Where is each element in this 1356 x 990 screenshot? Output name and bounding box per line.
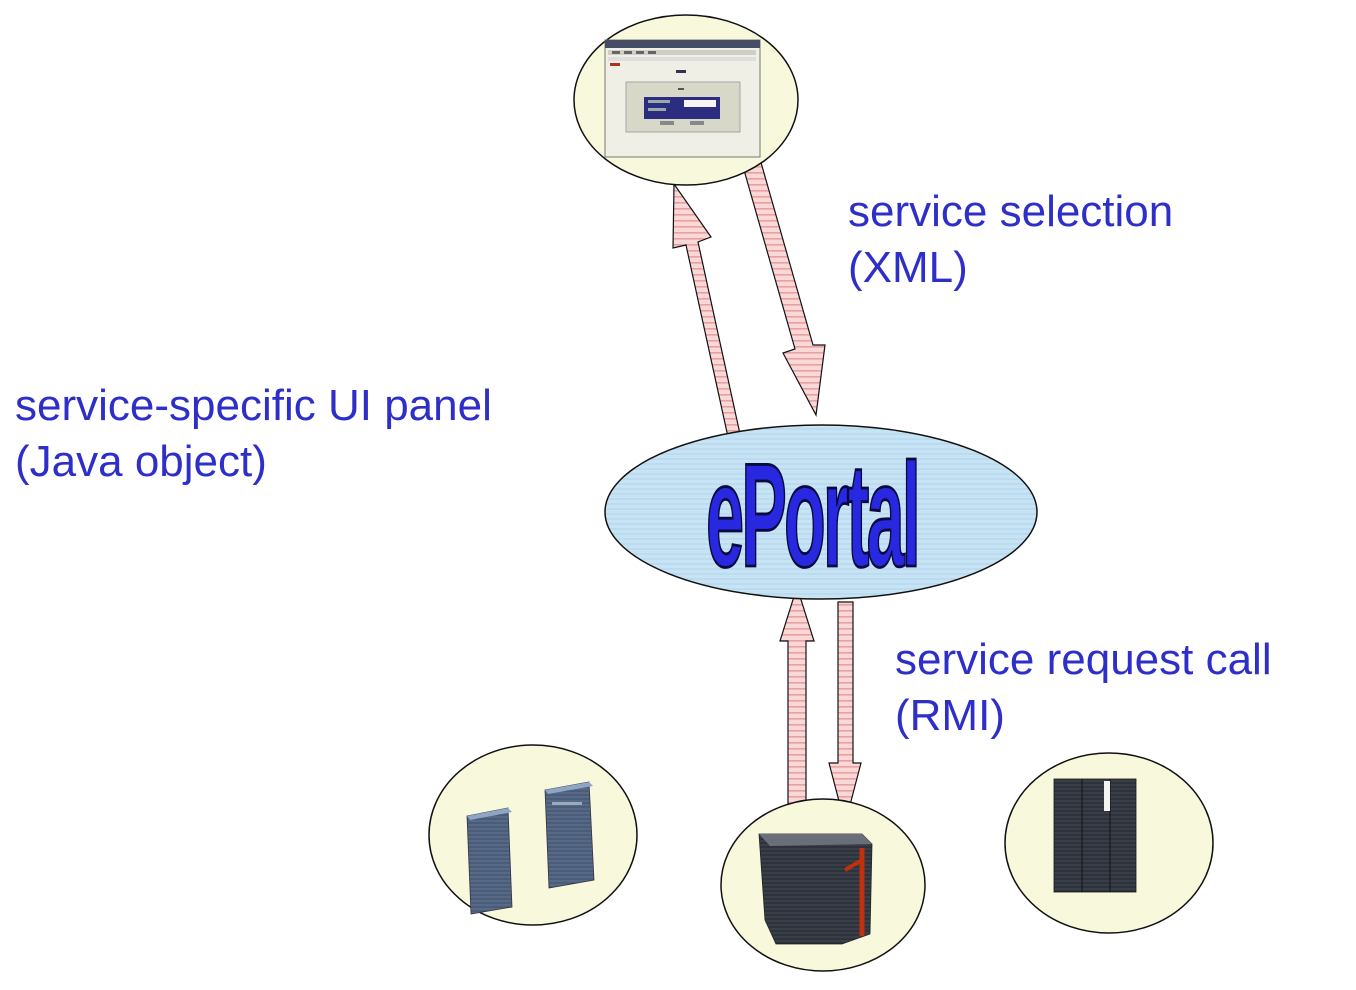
service-request-label: service request call (RMI) xyxy=(895,632,1272,744)
ui-panel-label: service-specific UI panel (Java object) xyxy=(15,378,492,490)
server-rack-icon xyxy=(1053,778,1137,893)
eportal-node: ePortal xyxy=(604,424,1038,600)
server-towers-icon xyxy=(466,781,595,915)
service-request-line2: (RMI) xyxy=(895,691,1005,740)
service-selection-line1: service selection xyxy=(848,187,1174,236)
browser-window-icon xyxy=(604,39,761,158)
service-selection-arrow xyxy=(739,151,826,417)
client-node xyxy=(573,14,799,186)
ui-panel-arrow xyxy=(672,182,741,438)
server-middle-node xyxy=(720,798,926,972)
server-right-node xyxy=(1004,752,1214,934)
service-selection-label: service selection (XML) xyxy=(848,184,1173,296)
eportal-logo-text: ePortal xyxy=(706,434,918,598)
service-request-arrow xyxy=(828,601,862,827)
ui-panel-line1: service-specific UI panel xyxy=(15,381,492,430)
service-request-line1: service request call xyxy=(895,635,1272,684)
server-unit-icon xyxy=(758,833,873,945)
server-left-node xyxy=(428,744,638,926)
ui-panel-line2: (Java object) xyxy=(15,437,267,486)
response-arrow xyxy=(779,585,815,807)
service-selection-line2: (XML) xyxy=(848,243,968,292)
